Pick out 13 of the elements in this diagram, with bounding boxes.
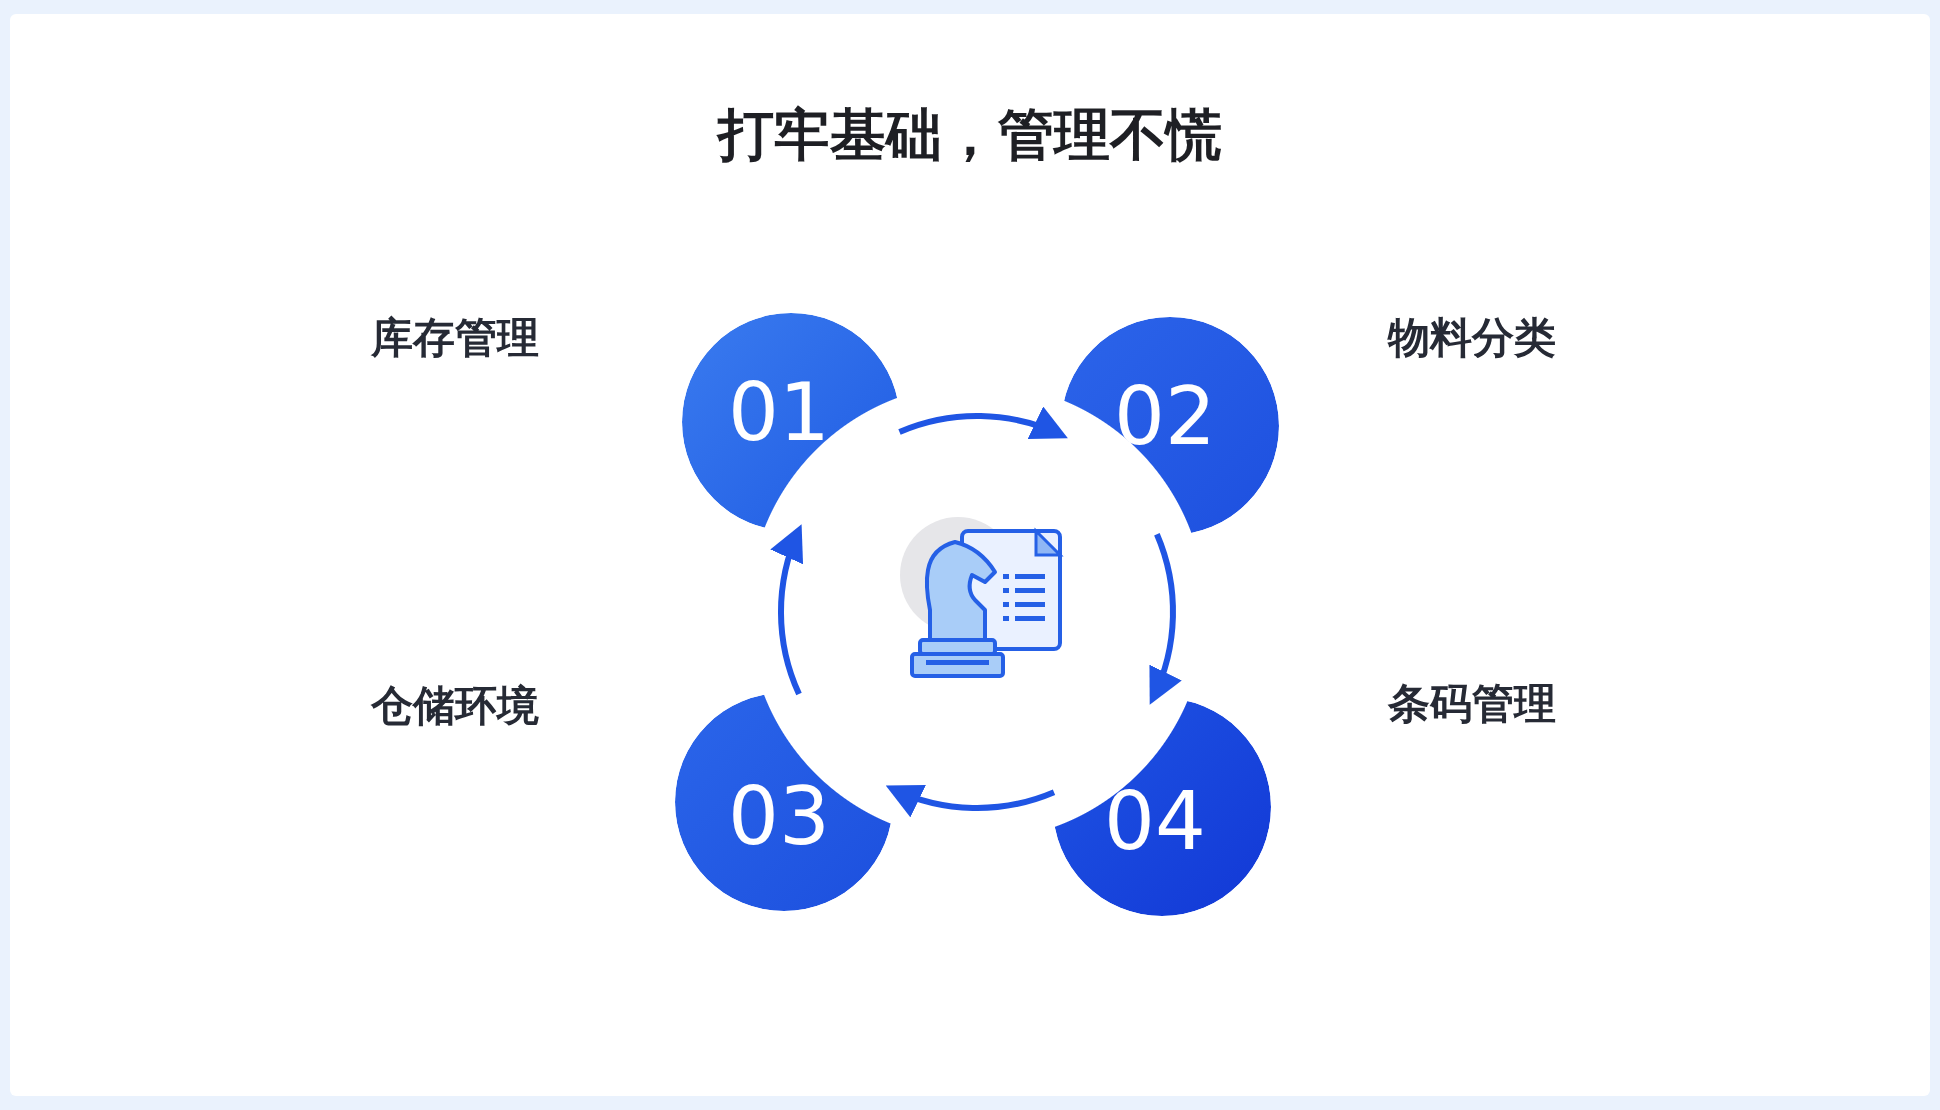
cycle-arrow	[771, 524, 806, 696]
step-number: 01	[728, 365, 830, 459]
title: 打牢基础，管理不慌	[715, 101, 1223, 169]
cycle-arrow	[898, 407, 1069, 441]
cycle-arrow	[885, 782, 1055, 817]
cycle-arrow	[1147, 533, 1181, 706]
step-label: 库存管理	[371, 312, 539, 364]
step-label: 物料分类	[1388, 312, 1556, 364]
step-number: 04	[1104, 774, 1206, 868]
step-label: 仓储环境	[371, 680, 539, 732]
step-number: 02	[1114, 369, 1216, 463]
step-number: 03	[728, 769, 830, 863]
step-label: 条码管理	[1388, 678, 1556, 730]
